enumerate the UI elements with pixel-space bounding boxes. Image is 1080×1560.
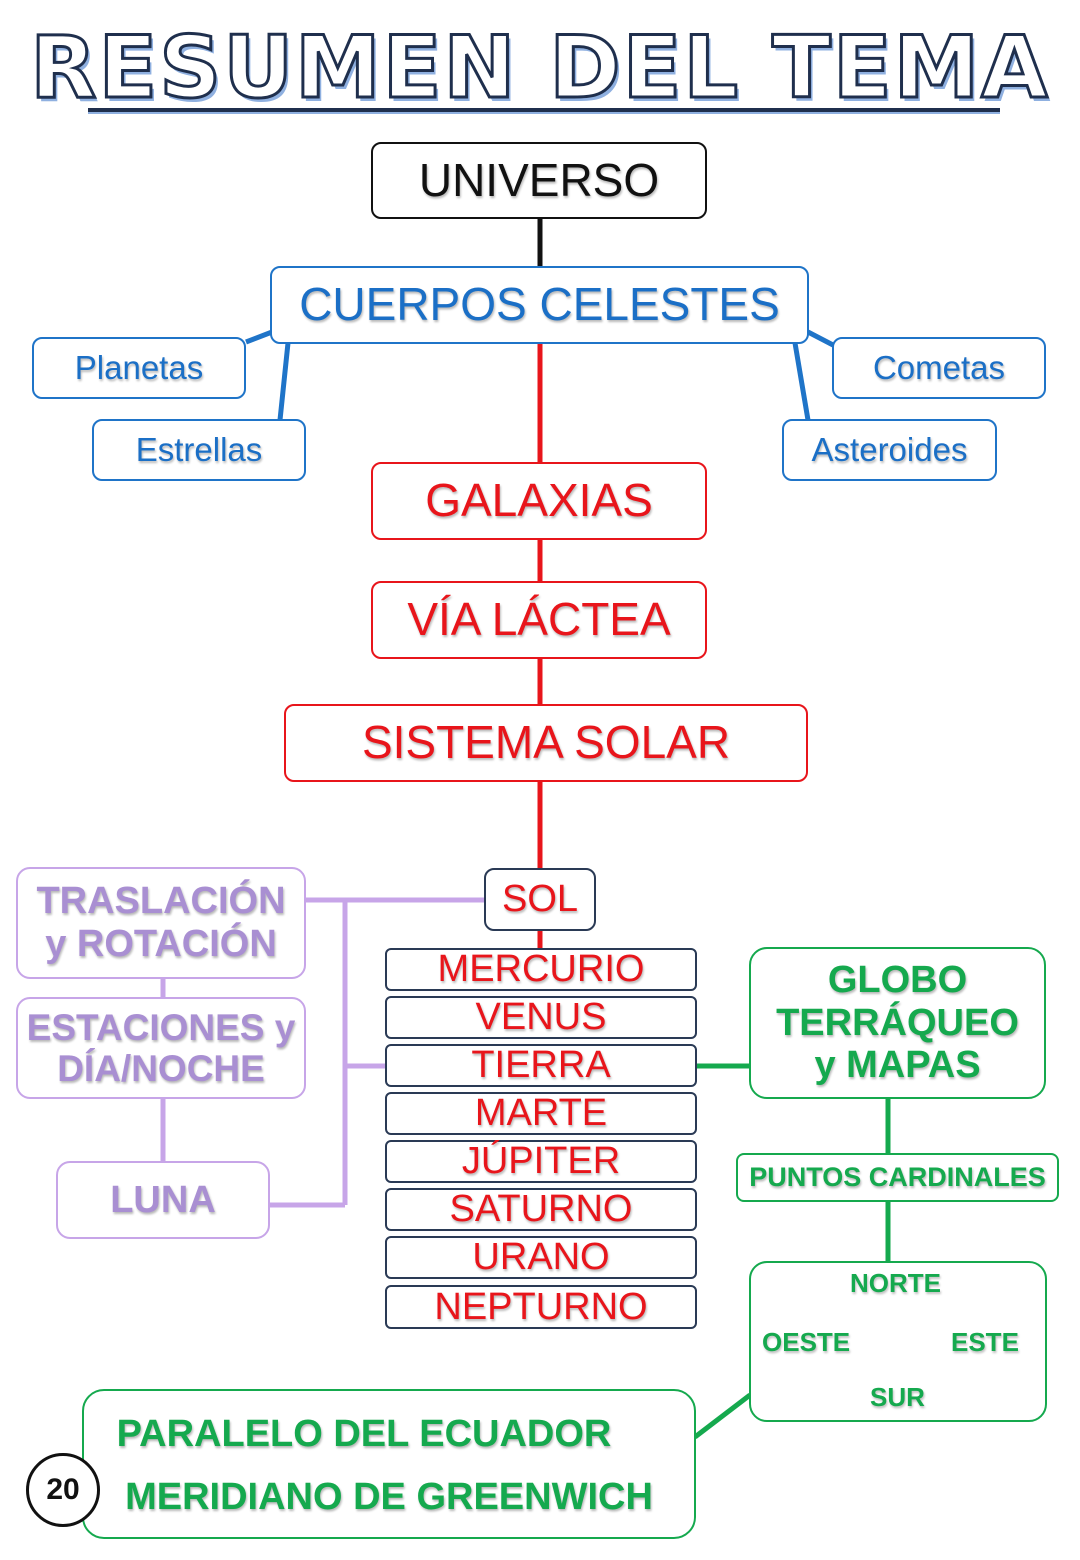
puntos-cardinales-box: PUNTOS CARDINALES bbox=[736, 1153, 1059, 1202]
line-celestial-planetas bbox=[245, 329, 273, 345]
title-underline bbox=[88, 108, 1000, 114]
compass-east-label: ESTE bbox=[951, 1327, 1019, 1357]
estrellas-box: Estrellas bbox=[92, 419, 306, 481]
cometas-box: Cometas bbox=[832, 337, 1046, 399]
globo-terraqueo-box: GLOBO TERRÁQUEO y MAPAS bbox=[749, 947, 1046, 1099]
traslacion-rotacion-box: TRASLACIÓN y ROTACIÓN bbox=[16, 867, 306, 979]
asteroides-box: Asteroides bbox=[782, 419, 997, 481]
planet-tierra: TIERRA bbox=[385, 1044, 697, 1087]
globo-line: GLOBO bbox=[827, 959, 968, 1002]
planetas-box: Planetas bbox=[32, 337, 246, 399]
planet-urano: URANO bbox=[385, 1236, 697, 1279]
via-lactea-box: VÍA LÁCTEA bbox=[371, 581, 707, 659]
meridiano-greenwich-text: MERIDIANO DE GREENWICH bbox=[125, 1476, 653, 1519]
page-title: RESUMEN DEL TEMA bbox=[29, 17, 1050, 120]
celestial-bodies-box: CUERPOS CELESTES bbox=[270, 266, 809, 344]
planet-venus: VENUS bbox=[385, 996, 697, 1039]
universe-box: UNIVERSO bbox=[371, 142, 707, 219]
compass-north-label: NORTE bbox=[850, 1268, 941, 1298]
compass-west-label: OESTE bbox=[762, 1327, 851, 1357]
page-number-badge: 20 bbox=[26, 1453, 100, 1527]
terraqueo-line: TERRÁQUEO bbox=[776, 1001, 1019, 1044]
mapas-line: y MAPAS bbox=[814, 1044, 981, 1087]
rotacion-line: y ROTACIÓN bbox=[45, 923, 277, 965]
paralelo-meridiano-box: PARALELO DEL ECUADOR MERIDIANO DE GREENW… bbox=[82, 1389, 696, 1539]
planet-marte: MARTE bbox=[385, 1092, 697, 1135]
dia-noche-line: DÍA/NOCHE bbox=[57, 1048, 265, 1089]
galaxias-box: GALAXIAS bbox=[371, 462, 707, 540]
line-green-compass-paralelo bbox=[693, 1393, 752, 1439]
paralelo-ecuador-text: PARALELO DEL ECUADOR bbox=[116, 1413, 612, 1456]
compass-south-label: SUR bbox=[870, 1382, 925, 1412]
planet-mercurio: MERCURIO bbox=[385, 948, 697, 991]
sistema-solar-box: SISTEMA SOLAR bbox=[284, 704, 808, 782]
planet-jupiter: JÚPITER bbox=[385, 1140, 697, 1183]
estaciones-dia-noche-box: ESTACIONES y DÍA/NOCHE bbox=[16, 997, 306, 1099]
line-celestial-cometas bbox=[806, 329, 835, 348]
sol-box: SOL bbox=[484, 868, 596, 931]
line-celestial-asteroides bbox=[792, 342, 811, 421]
planet-nepturno: NEPTURNO bbox=[385, 1285, 697, 1329]
estaciones-line: ESTACIONES y bbox=[26, 1006, 296, 1048]
line-celestial-estrellas bbox=[277, 342, 291, 421]
traslacion-line: TRASLACIÓN bbox=[36, 880, 286, 923]
luna-box: LUNA bbox=[56, 1161, 270, 1239]
planet-saturno: SATURNO bbox=[385, 1188, 697, 1231]
